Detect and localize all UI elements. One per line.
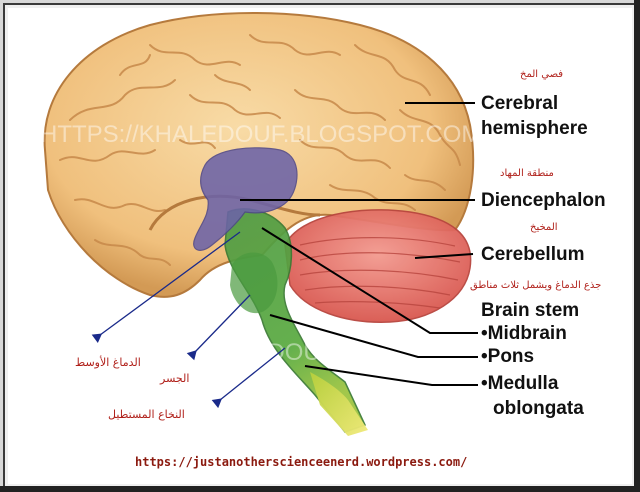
arabic-label-medulla: النخاع المستطيل <box>108 408 185 421</box>
watermark-text-top: HTTPS://KHALEDOUF.BLOGSPOT.COM.EG <box>40 121 523 148</box>
cerebellum-shape <box>284 209 472 323</box>
label-pons: •Pons <box>481 346 535 367</box>
label-cerebellum: Cerebellum <box>481 244 585 265</box>
arabic-arrows <box>91 231 286 409</box>
cerebellum-folia <box>299 237 461 309</box>
leader-line-medulla <box>304 365 478 386</box>
label-diencephalon: Diencephalon <box>481 190 606 211</box>
watermark-overlay: HTTPS://KHALEDOUF.BLOGSPOT.COM.EG HTTPS:… <box>40 121 573 366</box>
arabic-label-pons: الجسر <box>160 372 190 385</box>
leader-line-pons <box>269 314 478 358</box>
label-cerebral-line2: hemisphere <box>481 118 588 139</box>
leader-line-midbrain <box>261 227 478 334</box>
footer-url: https://justanotherscienceenerd.wordpres… <box>135 455 468 469</box>
label-cerebral-line1: Cerebral <box>481 93 559 114</box>
arrow-midbrain <box>91 231 241 344</box>
label-midbrain: •Midbrain <box>481 323 567 344</box>
gyri-texture <box>59 34 461 266</box>
leader-line-cerebellum <box>414 253 474 259</box>
arabic-label-cerebral: فصي المخ <box>520 69 564 80</box>
arabic-label-cerebellum: المخيخ <box>530 222 558 233</box>
label-brain-stem: Brain stem <box>481 300 580 321</box>
label-medulla-line2: oblongata <box>493 398 584 419</box>
arabic-label-midbrain: الدماغ الأوسط <box>75 356 141 369</box>
arrow-medulla <box>211 347 286 409</box>
leader-lines <box>240 102 478 386</box>
label-medulla-line1: •Medulla <box>481 373 559 394</box>
arabic-label-brain-stem: جذع الدماغ ويشمل ثلاث مناطق <box>470 280 602 291</box>
arabic-label-diencephalon: منطقة المهاد <box>500 168 554 179</box>
watermark-text-bottom: HTTPS://KHALEDOUF.BLOGSPOT.COM.EG <box>90 339 573 366</box>
arrow-pons <box>186 294 251 361</box>
medulla-tip <box>310 372 368 436</box>
pons-bulge <box>230 252 278 314</box>
